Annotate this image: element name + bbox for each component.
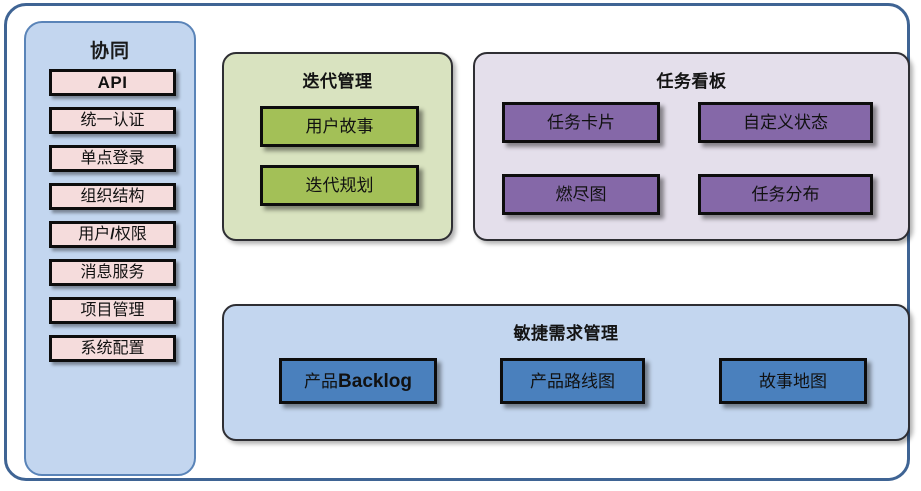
sidebar-item-list: API 统一认证 单点登录 组织结构 用户/权限 消息服务 项目管理 系统配置 [49,69,176,373]
sidebar-item-label-suffix: 权限 [114,225,147,243]
card-label: 任务卡片 [547,113,615,132]
sidebar-item-user-permission[interactable]: 用户/权限 [49,221,176,248]
card-custom-status[interactable]: 自定义状态 [698,102,873,143]
card-task-card[interactable]: 任务卡片 [502,102,660,143]
sidebar-item-label: 统一认证 [80,111,145,129]
card-story-map[interactable]: 故事地图 [719,358,867,404]
card-label-backlog: Backlog [338,370,412,392]
card-task-distribution[interactable]: 任务分布 [698,174,873,215]
card-user-story[interactable]: 用户故事 [260,106,419,147]
card-label: 用户故事 [305,117,374,136]
sidebar-item-message-service[interactable]: 消息服务 [49,259,176,286]
task-board-group: 任务看板 任务卡片 自定义状态 燃尽图 任务分布 [473,52,910,241]
sidebar-item-label: 消息服务 [80,263,145,281]
sidebar-item-label-separator: / [110,225,115,243]
card-burndown-chart[interactable]: 燃尽图 [502,174,660,215]
sidebar-item-label: 项目管理 [80,301,145,319]
agile-requirement-management-title: 敏捷需求管理 [513,324,619,343]
card-label: 产品路线图 [530,371,615,391]
task-board-title: 任务看板 [656,72,727,91]
card-label-prefix: 产品 [304,371,339,391]
sidebar-item-label: 系统配置 [80,339,145,357]
sidebar-item-label: 单点登录 [80,149,145,167]
sidebar-item-api[interactable]: API [49,69,176,96]
iteration-management-title: 迭代管理 [302,72,373,91]
card-label: 故事地图 [759,371,827,391]
sidebar-item-system-config[interactable]: 系统配置 [49,335,176,362]
iteration-management-group: 迭代管理 用户故事 迭代规划 [222,52,453,241]
sidebar-item-label: API [97,73,128,92]
card-iteration-planning[interactable]: 迭代规划 [260,165,419,206]
card-label: 任务分布 [751,185,820,204]
sidebar-item-project-management[interactable]: 项目管理 [49,297,176,324]
card-label: 燃尽图 [555,185,607,204]
card-label: 迭代规划 [305,176,374,195]
card-product-roadmap[interactable]: 产品路线图 [500,358,645,404]
collaboration-sidebar-panel: 协同 API 统一认证 单点登录 组织结构 用户/权限 消息服务 项目管理 [24,21,196,476]
sidebar-title: 协同 [89,41,130,62]
sidebar-item-org-structure[interactable]: 组织结构 [49,183,176,210]
sidebar-item-unified-auth[interactable]: 统一认证 [49,107,176,134]
sidebar-item-single-sign-on[interactable]: 单点登录 [49,145,176,172]
card-label: 自定义状态 [743,113,828,132]
sidebar-item-label-prefix: 用户 [78,225,111,243]
sidebar-item-label: 组织结构 [80,187,145,205]
diagram-outer-frame: 协同 API 统一认证 单点登录 组织结构 用户/权限 消息服务 项目管理 [4,3,910,481]
